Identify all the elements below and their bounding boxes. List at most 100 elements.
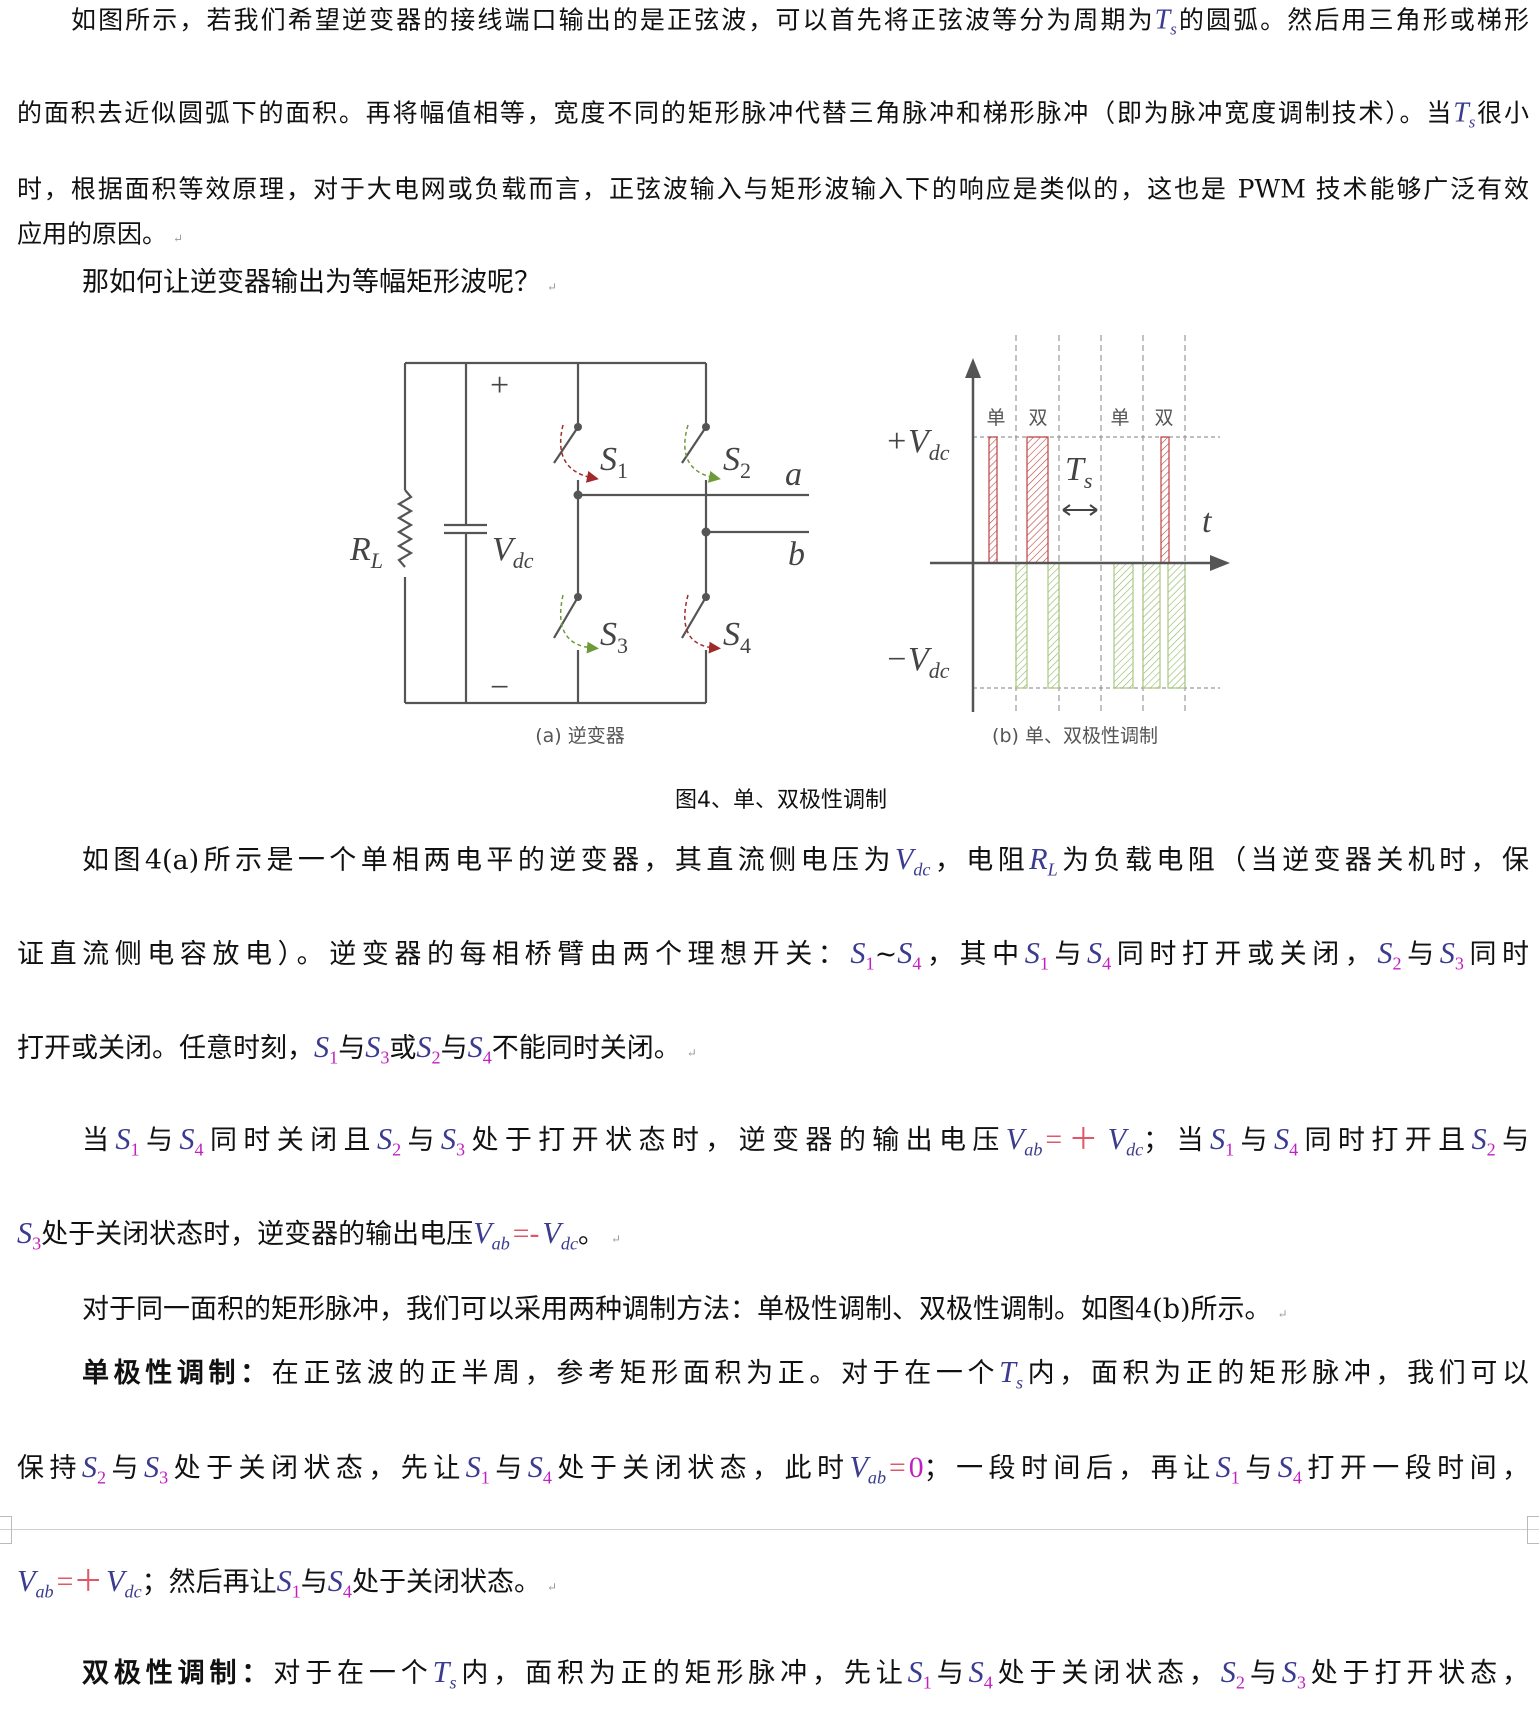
text-run: 为负载电阻（当逆变器关机时，保 (1057, 845, 1530, 877)
math-subscript: 2 (1486, 1139, 1496, 1160)
math-symbol: S (1281, 1655, 1297, 1690)
text-run: 在正弦波的正半周，参考矩形面积为正。对于在一个 (271, 1358, 1000, 1390)
text-run: 的面积去近似圆弧下的面积。再将幅值相等，宽度不同的矩形脉冲代替三角脉冲和梯形脉冲… (17, 98, 1454, 128)
math-symbol: V (106, 1564, 125, 1599)
math-symbol: S (1471, 1122, 1487, 1157)
text-run: 如图所示，若我们希望逆变器的接线端口输出的是正弦波，可以首先将正弦波等分为周期为 (71, 5, 1155, 35)
pulse-negative (1167, 562, 1186, 689)
modulation-chart: 单 双 单 双 +Vdc −Vdc Ts t (b) 单、双极性调制 (885, 335, 1230, 747)
math-subscript: 3 (1454, 953, 1464, 974)
math-subscript: 3 (456, 1139, 466, 1160)
math-variable: S4 (1274, 1122, 1299, 1160)
bold-heading: 单极性调制： (82, 1358, 272, 1390)
math-symbol: S (416, 1030, 432, 1065)
math-variable: S3 (144, 1450, 169, 1488)
math-symbol: S (440, 1122, 457, 1157)
paragraph-mark: ↵ (173, 231, 184, 246)
math-subscript: dc (560, 1233, 578, 1254)
math-symbol: S (907, 1655, 923, 1690)
text-line: 保持S2与S3处于关闭状态，先让S1与S4处于关闭状态，此时Vab=0；一段时间… (17, 1450, 1529, 1488)
math-subscript: 2 (97, 1467, 107, 1488)
math-operator: = (889, 1452, 906, 1485)
math-variable: S1 (1216, 1450, 1240, 1487)
text-run: 处于关闭状态，此时 (551, 1453, 850, 1485)
text-line: 那如何让逆变器输出为等幅矩形波呢？↵ (82, 269, 557, 296)
minus-label: − (490, 669, 509, 706)
axes (930, 375, 1210, 712)
pulse-negative (1047, 562, 1060, 689)
text-run: 打开或关闭。任意时刻， (17, 1033, 314, 1065)
math-subscript: 4 (542, 1467, 552, 1488)
page-break (0, 1529, 1539, 1530)
text-line: 证直流侧电容放电）。逆变器的每相桥臂由两个理想开关：S1~S4，其中S1与S4同… (17, 936, 1530, 974)
math-subscript: s (1170, 19, 1177, 39)
text-line: 打开或关闭。任意时刻，S1与S3或S2与S4不能同时关闭。↵ (17, 1030, 697, 1068)
text-run: 保持 (17, 1453, 82, 1485)
text-run: 与 (139, 1125, 180, 1157)
math-variable: S2 (377, 1122, 402, 1160)
label-bipolar: 双 (1154, 407, 1173, 429)
math-subscript: 2 (392, 1139, 402, 1160)
label-bipolar: 双 (1028, 407, 1047, 429)
math-symbol: S (1209, 1122, 1226, 1157)
math-variable: S2 (82, 1450, 107, 1488)
ts-label: Ts (1065, 451, 1092, 493)
math-symbol: V (17, 1564, 36, 1599)
pulse-bipolar-positive (1026, 436, 1049, 564)
math-variable: S3 (1281, 1655, 1306, 1692)
pulse-bipolar-positive (1160, 436, 1170, 564)
paragraph-mark: ↵ (547, 280, 558, 295)
math-symbol: V (849, 1450, 868, 1485)
math-subscript: 4 (1102, 953, 1112, 974)
text-run: 或 (389, 1033, 417, 1065)
math-symbol: S (467, 1030, 483, 1065)
math-symbol: V (1107, 1122, 1127, 1157)
bold-heading: 双极性调制： (82, 1658, 274, 1690)
math-symbol: S (276, 1564, 292, 1599)
math-symbol: S (465, 1450, 481, 1485)
math-variable: Vab (473, 1216, 510, 1253)
math-variable: S2 (1471, 1122, 1496, 1160)
terminal-a-label: a (785, 456, 802, 493)
math-subscript: 4 (482, 1047, 492, 1068)
math-variable: Vdc (1107, 1122, 1144, 1159)
math-variable: S1 (1209, 1122, 1234, 1159)
text-run: 内，面积为正的矩形脉冲，我们可以 (1023, 1358, 1530, 1390)
text-run: 处于打开状态时，逆变器的输出电压 (465, 1125, 1006, 1157)
math-symbol: T (1453, 97, 1469, 129)
math-variable: S3 (1440, 936, 1464, 974)
math-subscript: 4 (1289, 1139, 1299, 1160)
math-variable: S4 (1278, 1450, 1302, 1487)
text-run: 很小 (1475, 98, 1529, 128)
figure-4: + − RL Vdc S1 S2 S3 S4 a b (a) 逆变器 单 (349, 335, 1230, 747)
figure-caption: 图4、单、双极性调制 (675, 788, 887, 813)
math-variable: S2 (416, 1030, 440, 1067)
math-symbol: S (327, 1564, 343, 1599)
text-run: 与 (338, 1033, 366, 1065)
math-variable: S1 (314, 1030, 338, 1067)
text-run: 与 (300, 1567, 328, 1599)
math-variable: S4 (969, 1655, 993, 1692)
math-symbol: S (850, 936, 866, 971)
text-line: 的面积去近似圆弧下的面积。再将幅值相等，宽度不同的矩形脉冲代替三角脉冲和梯形脉冲… (17, 97, 1529, 132)
text-run: 同时打开或关闭， (1111, 939, 1378, 971)
math-variable: RL (1029, 842, 1058, 880)
pos-vdc-label: +Vdc (885, 423, 950, 465)
math-symbol: S (17, 1216, 33, 1251)
math-variable: Vab (849, 1450, 887, 1488)
pulse-negative (1015, 562, 1028, 689)
math-variable: Vdc (542, 1216, 578, 1254)
math-variable: Ts (433, 1655, 457, 1692)
math-subscript: ab (867, 1467, 887, 1488)
text-run: 对于在一个 (273, 1658, 433, 1690)
math-subscript: s (1468, 112, 1476, 132)
math-symbol: T (1154, 4, 1171, 36)
math-variable: S3 (440, 1122, 466, 1160)
text-run: 如图4(a)所示是一个单相两电平的逆变器，其直流侧电压为 (82, 845, 895, 877)
math-subscript: 3 (159, 1467, 169, 1488)
text-line: 如图4(a)所示是一个单相两电平的逆变器，其直流侧电压为Vdc，电阻RL为负载电… (82, 842, 1530, 880)
math-subscript: L (1047, 859, 1058, 880)
math-variable: S4 (467, 1030, 492, 1068)
text-run: 同时 (1463, 939, 1530, 971)
math-subscript: ab (1024, 1139, 1043, 1160)
